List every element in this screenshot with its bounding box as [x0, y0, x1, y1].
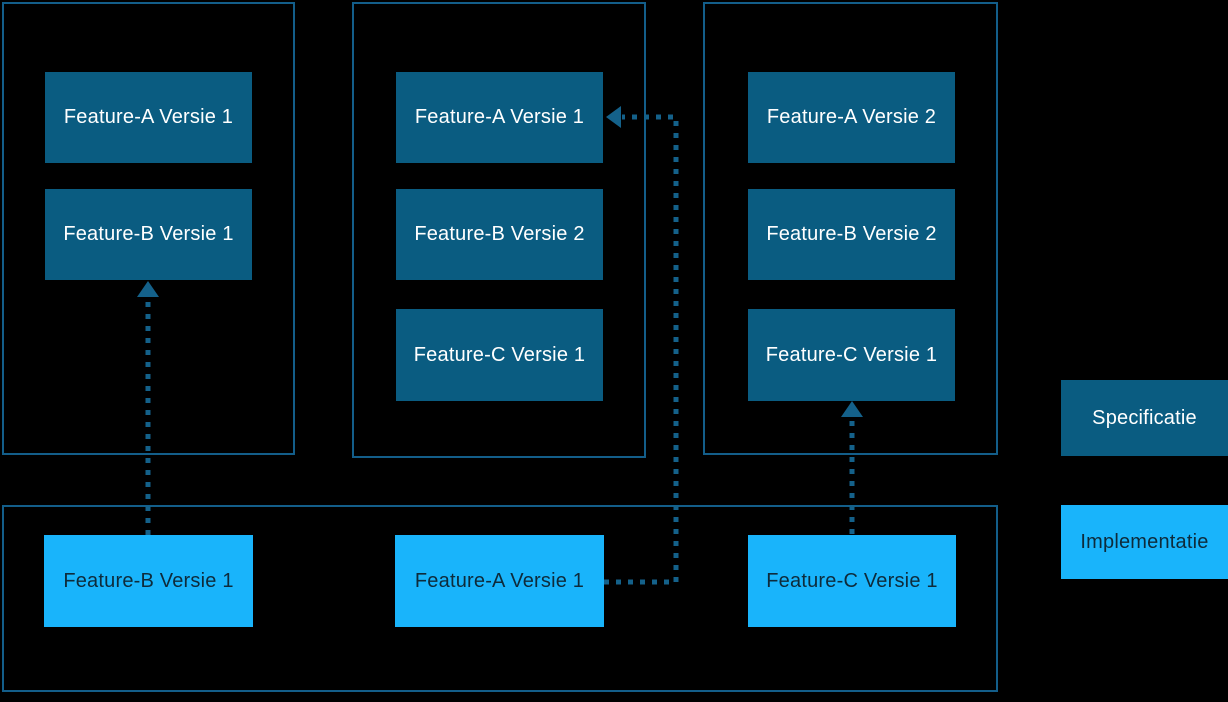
implementation-container: [2, 505, 998, 692]
spec3-feature-b-box: Feature-B Versie 2: [748, 189, 955, 280]
impl-feature-b-box: Feature-B Versie 1: [44, 535, 253, 627]
spec2-feature-c-box: Feature-C Versie 1: [396, 309, 603, 401]
impl-feature-c-box: Feature-C Versie 1: [748, 535, 956, 627]
spec1-feature-b-box: Feature-B Versie 1: [45, 189, 252, 280]
spec2-feature-b-box: Feature-B Versie 2: [396, 189, 603, 280]
spec3-feature-a-box: Feature-A Versie 2: [748, 72, 955, 163]
impl-feature-a-box: Feature-A Versie 1: [395, 535, 604, 627]
spec2-feature-a-box: Feature-A Versie 1: [396, 72, 603, 163]
spec3-feature-c-box: Feature-C Versie 1: [748, 309, 955, 401]
legend-implementation: Implementatie: [1061, 505, 1228, 579]
spec1-feature-a-box: Feature-A Versie 1: [45, 72, 252, 163]
legend-specification: Specificatie: [1061, 380, 1228, 456]
